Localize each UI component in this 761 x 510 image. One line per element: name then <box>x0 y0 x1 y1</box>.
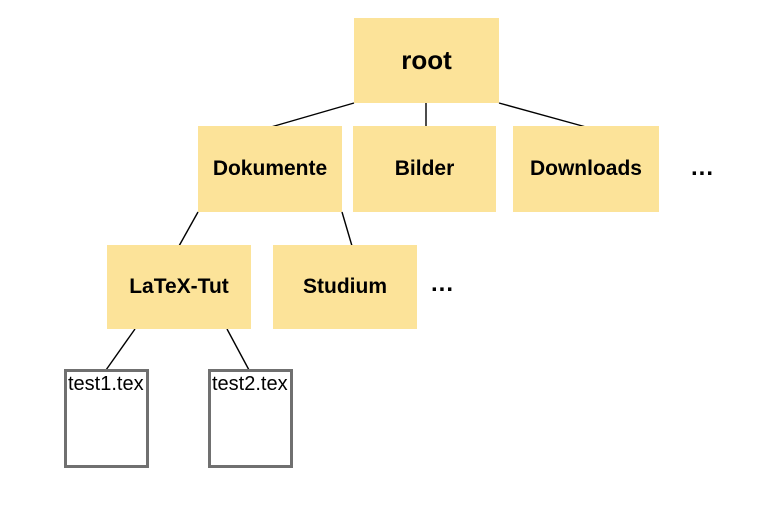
tree-node-downloads: Downloads <box>513 126 659 212</box>
node-label-latex-tut: LaTeX-Tut <box>129 275 229 298</box>
edge-latex-tut-test2 <box>226 328 250 371</box>
tree-node-dokumente: Dokumente <box>198 126 342 212</box>
edge-root-downloads <box>498 102 587 128</box>
node-label-test1-tex: test1.tex <box>68 373 144 395</box>
tree-node-root: root <box>354 18 499 103</box>
ellipsis-more-siblings-level1: ... <box>691 154 715 181</box>
edge-root-dokumente <box>270 102 355 128</box>
node-label-studium: Studium <box>303 275 387 298</box>
tree-node-test2-tex: test2.tex <box>208 369 293 468</box>
node-label-downloads: Downloads <box>529 157 642 180</box>
tree-node-latex-tut: LaTeX-Tut <box>107 245 251 329</box>
node-label-dokumente: Dokumente <box>212 157 328 180</box>
edge-dokumente-studium <box>341 211 353 247</box>
edge-latex-tut-test1 <box>105 328 136 371</box>
edge-dokumente-latex-tut <box>178 211 199 247</box>
node-label-root: root <box>401 45 452 75</box>
node-label-test2-tex: test2.tex <box>212 373 288 395</box>
node-label-bilder: Bilder <box>394 157 455 180</box>
tree-node-test1-tex: test1.tex <box>64 369 149 468</box>
ellipsis-more-siblings-level2: ... <box>431 270 455 297</box>
tree-node-studium: Studium <box>273 245 417 329</box>
tree-node-bilder: Bilder <box>353 126 496 212</box>
